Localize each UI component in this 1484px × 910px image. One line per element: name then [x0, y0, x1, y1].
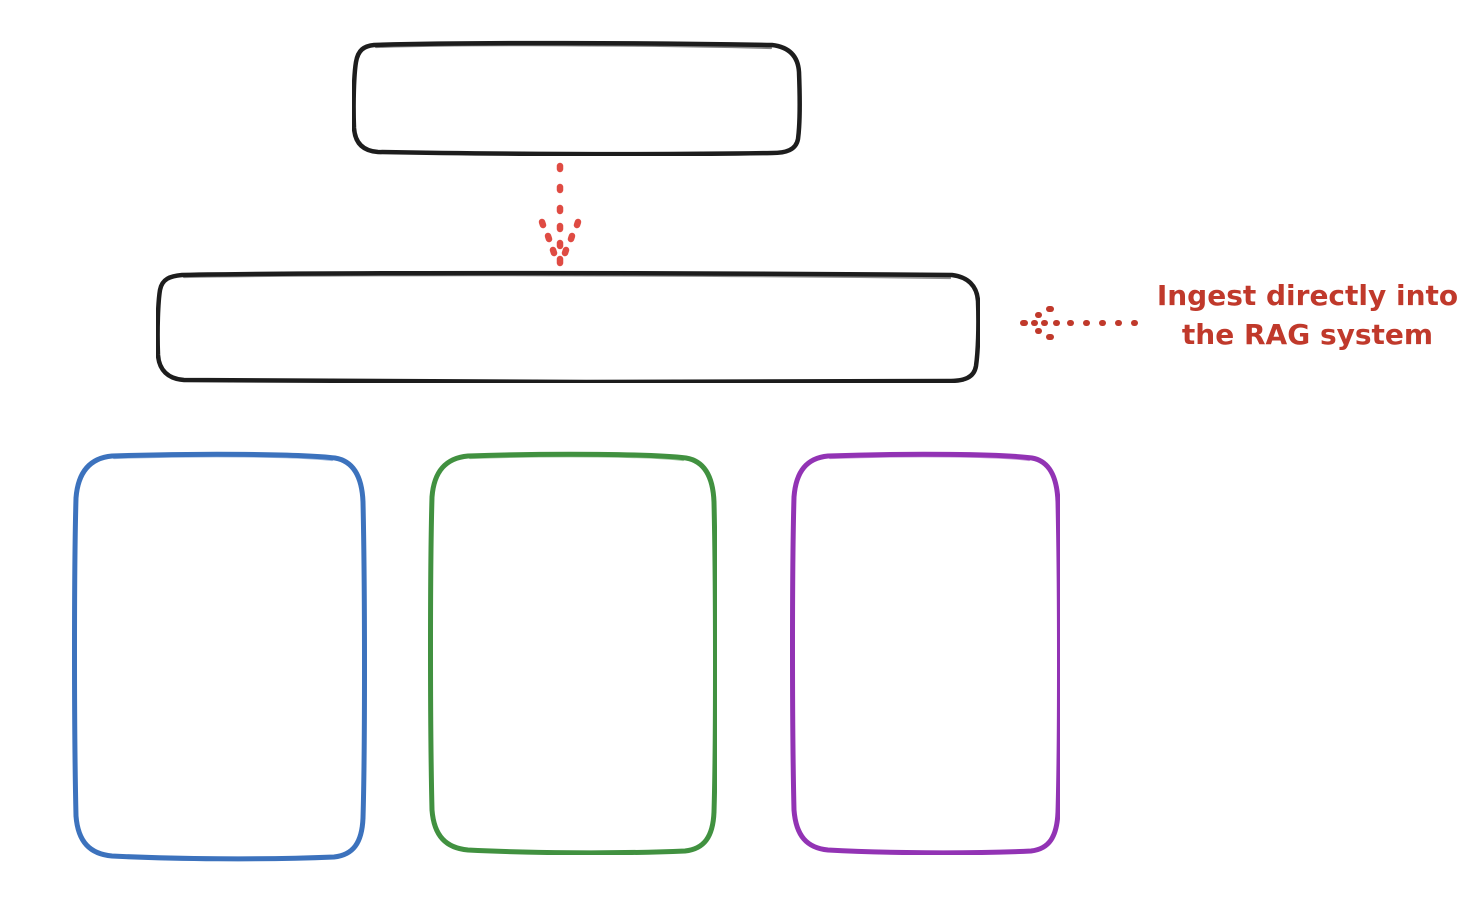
ingest-annotation-text: Ingest directly into the RAG system: [1156, 279, 1459, 351]
rag-tool-node-label: RAG Tool: [498, 310, 638, 342]
relational-io-node[interactable]: RelationalIO (insert_sql, query_sql) SQL…: [790, 450, 1060, 855]
agent-node[interactable]: AGENT: [352, 40, 802, 156]
vector-io-node-label: VectorIO (insert_chunks, delete_chunks, …: [111, 559, 328, 753]
rag-tool-node[interactable]: RAG Tool: [156, 270, 980, 383]
agent-node-label: AGENT: [519, 82, 635, 114]
key-value-io-node[interactable]: KeyValueIO (set_key, delete_key, get) Ke…: [428, 450, 717, 855]
key-value-io-node-label: KeyValueIO (set_key, delete_key, get) Ke…: [459, 572, 686, 733]
relational-io-node-label: RelationalIO (insert_sql, query_sql) SQL…: [838, 572, 1012, 733]
vector-io-node[interactable]: VectorIO (insert_chunks, delete_chunks, …: [72, 450, 367, 862]
agent-to-rag-tool-arrow: [538, 162, 582, 267]
ingest-arrow: [1020, 306, 1138, 340]
